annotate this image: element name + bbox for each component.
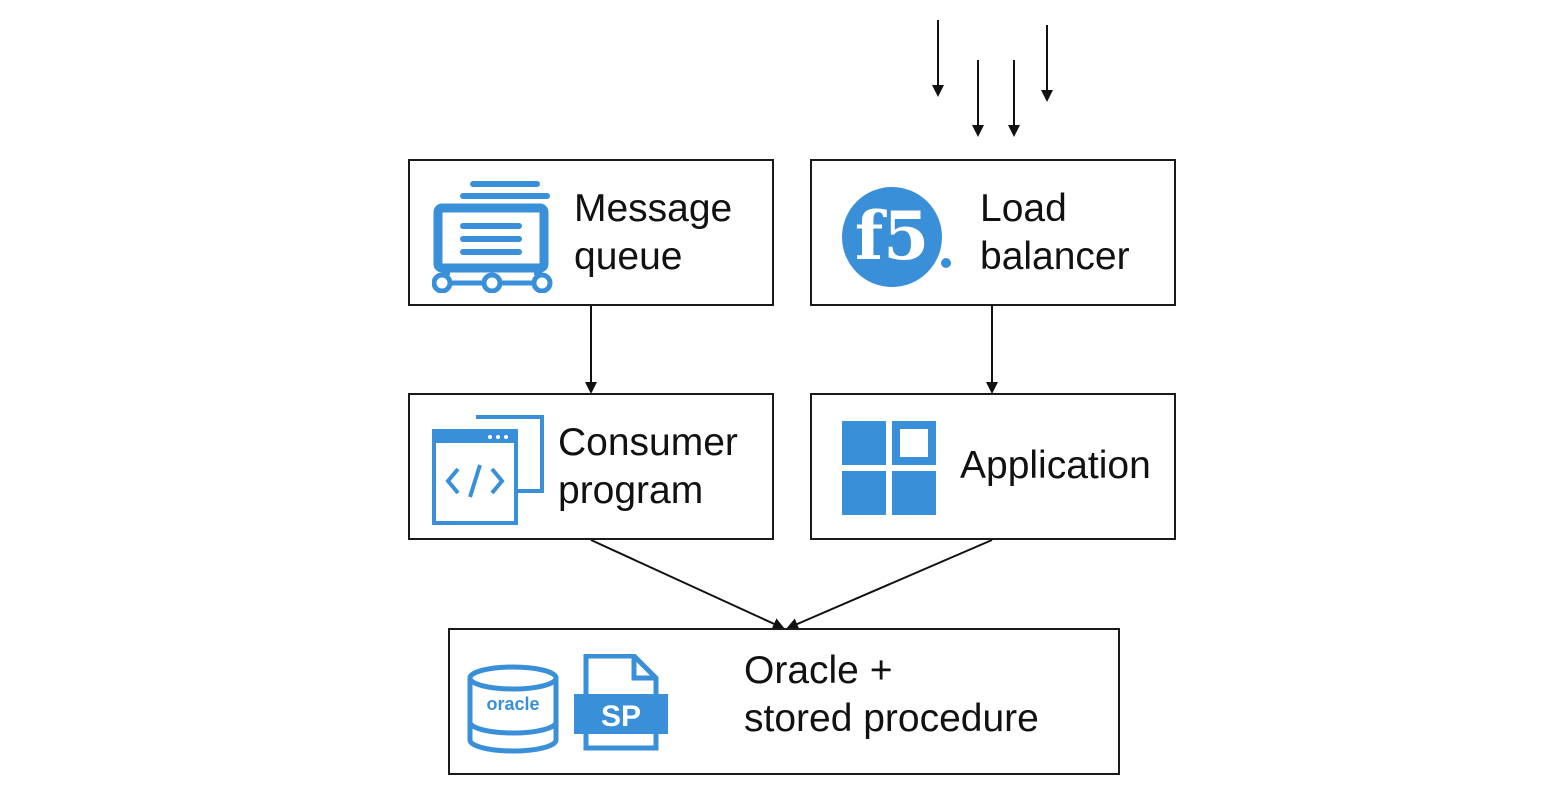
application-label: Application bbox=[960, 442, 1151, 490]
load-balancer-label-line2: balancer bbox=[980, 235, 1130, 278]
database-node: oracle SP Oracle + stored procedure bbox=[448, 628, 1120, 775]
database-label: Oracle + stored procedure bbox=[744, 647, 1039, 743]
oracle-icon-text: oracle bbox=[486, 694, 539, 714]
application-grid-icon bbox=[842, 421, 936, 515]
consumer-program-label-line2: program bbox=[558, 469, 704, 512]
database-label-line2: stored procedure bbox=[744, 697, 1039, 740]
database-label-line1: Oracle + bbox=[744, 649, 893, 692]
stored-procedure-file-icon: SP bbox=[574, 654, 668, 751]
application-label-line1: Application bbox=[960, 444, 1151, 487]
f5-logo-icon: f5 bbox=[842, 187, 951, 287]
message-queue-label-line1: Message bbox=[574, 187, 733, 230]
load-balancer-label: Load balancer bbox=[980, 185, 1130, 281]
code-window-icon bbox=[432, 415, 544, 525]
message-queue-icon bbox=[432, 181, 553, 293]
f5-logo-text: f5 bbox=[855, 197, 929, 275]
edge-consumer-to-database bbox=[590, 539, 785, 630]
application-node: Application bbox=[810, 393, 1176, 540]
sp-icon-text: SP bbox=[601, 700, 641, 733]
message-queue-node: Message queue bbox=[408, 159, 774, 306]
message-queue-label-line2: queue bbox=[574, 235, 683, 278]
consumer-program-node: Consumer program bbox=[408, 393, 774, 540]
load-balancer-label-line1: Load bbox=[980, 187, 1067, 230]
consumer-program-label: Consumer program bbox=[558, 419, 738, 515]
consumer-program-label-line1: Consumer bbox=[558, 421, 738, 464]
oracle-database-icon: oracle bbox=[467, 664, 559, 754]
load-balancer-node: f5 Load balancer bbox=[810, 159, 1176, 306]
message-queue-label: Message queue bbox=[574, 185, 732, 281]
edge-application-to-database bbox=[786, 539, 993, 630]
